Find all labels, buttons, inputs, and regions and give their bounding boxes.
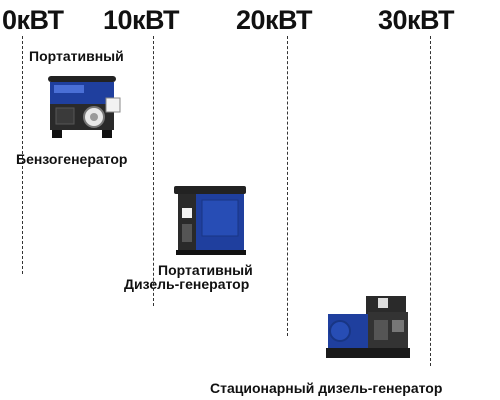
portable-diesel-generator-icon	[172, 184, 248, 256]
caption-portable-petrol-type: Бензогенератор	[16, 151, 128, 167]
portable-petrol-generator-icon	[44, 74, 124, 140]
scale-label-30kw: 30кВТ	[378, 5, 455, 35]
divider-30kw	[430, 36, 431, 366]
caption-stationary-diesel: Стационарный дизель-генератор	[210, 380, 443, 396]
stationary-diesel-generator-icon	[326, 294, 412, 362]
caption-portable-petrol-title: Портативный	[29, 48, 124, 64]
divider-10kw	[153, 36, 154, 306]
scale-label-20kw: 20кВТ	[236, 5, 313, 35]
caption-portable-diesel-title: Портативный	[158, 262, 253, 278]
caption-portable-diesel-type: Дизель-генератор	[124, 276, 250, 292]
scale-label-10kw: 10кВТ	[103, 5, 180, 35]
divider-0kw	[22, 36, 23, 274]
divider-20kw	[287, 36, 288, 336]
scale-label-0kw: 0кВТ	[2, 5, 64, 35]
